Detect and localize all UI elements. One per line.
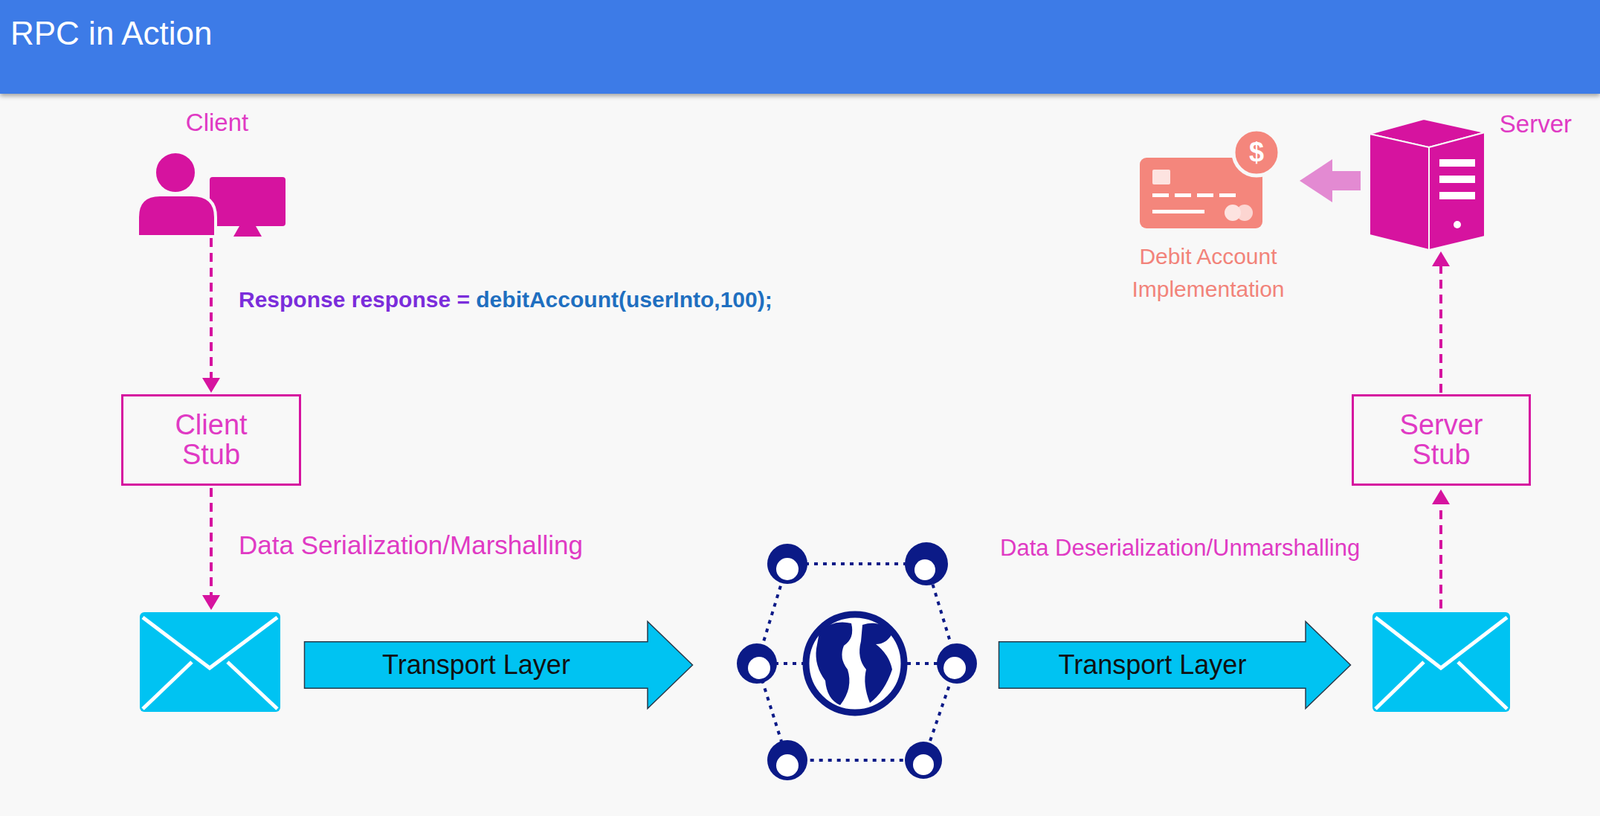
person-head <box>154 151 197 194</box>
avatar-head <box>767 543 808 584</box>
monitor <box>209 176 286 227</box>
person-avatar <box>904 542 948 586</box>
node-label: Server <box>1499 110 1572 139</box>
dashed-arrow <box>209 237 213 378</box>
dashed-arrow <box>1439 266 1443 393</box>
avatar-face <box>914 559 936 580</box>
network-links <box>756 563 957 760</box>
person-avatar <box>767 543 808 584</box>
dashed-leader <box>1439 504 1443 609</box>
person-body <box>137 194 216 237</box>
card-name <box>1152 209 1205 214</box>
envelope-icon <box>1372 611 1511 712</box>
node-label: Transport Layer <box>1058 649 1247 680</box>
card-number <box>1152 193 1169 198</box>
envelope-body <box>139 611 281 712</box>
node-label: Client <box>185 108 249 137</box>
process-note: Data Deserialization/Unmarshalling <box>1000 534 1360 562</box>
avatar-face <box>943 656 966 679</box>
process-note: Data Serialization/Marshalling <box>238 530 583 560</box>
connectors <box>211 180 1441 393</box>
client-icon <box>137 151 286 237</box>
dashed-leader <box>209 487 213 595</box>
stub-box: Client Stub <box>121 394 302 486</box>
envelope-icon <box>139 611 281 712</box>
call-arrow <box>1332 171 1361 191</box>
avatar-face <box>913 753 934 775</box>
globe <box>805 614 905 713</box>
avatar-face <box>776 557 799 580</box>
avatar-head <box>904 741 943 779</box>
node-label: Client Stub <box>150 410 273 470</box>
card-number <box>1197 193 1214 198</box>
person-avatar <box>736 643 777 684</box>
continent <box>859 623 893 703</box>
code-declaration: Response response = <box>238 286 476 312</box>
transport-arrow: Transport Layer <box>303 620 694 710</box>
server-node: Server <box>1369 110 1572 250</box>
page-title: RPC in Action <box>10 14 212 53</box>
server-icon <box>1369 118 1485 250</box>
node-label: Server Stub <box>1379 410 1503 470</box>
envelope-body <box>1372 611 1511 712</box>
card-number <box>1219 193 1236 198</box>
drive-slot <box>1439 175 1476 183</box>
coin-badge <box>1233 129 1280 176</box>
server-front <box>1428 132 1485 250</box>
network-icon <box>736 542 977 780</box>
code-call: Response response = debitAccount(userInt… <box>238 286 773 313</box>
envelope-flap <box>1375 617 1508 709</box>
avatar-head <box>936 643 977 684</box>
power-light <box>1453 220 1461 229</box>
transport-arrow: Transport Layer <box>997 620 1352 710</box>
continent <box>816 622 853 706</box>
arrow-fill <box>999 621 1351 709</box>
drive-slot <box>1439 191 1476 200</box>
debit-account-node: Debit Account Implementation <box>1118 139 1298 305</box>
envelope-flap <box>142 617 278 709</box>
code-call-expression: debitAccount(userInto,100); <box>475 286 772 312</box>
title-bar <box>0 0 1600 94</box>
avatar-face <box>776 753 799 777</box>
drive-slot <box>1439 159 1476 167</box>
person-avatar <box>936 643 977 684</box>
avatar-head <box>767 739 808 780</box>
avatar-face <box>747 656 771 679</box>
client-node: Client <box>135 108 299 237</box>
server-side <box>1369 133 1429 250</box>
node-label: Transport Layer <box>382 649 571 680</box>
avatar-head <box>736 643 777 684</box>
node-label: Debit Account Implementation <box>1121 240 1295 305</box>
debit-card-icon <box>1139 129 1280 229</box>
person-avatar <box>767 739 808 780</box>
stub-box: Server Stub <box>1351 394 1531 486</box>
arrow-fill <box>304 621 693 709</box>
currency-symbol: $ <box>1249 136 1264 169</box>
card-logo <box>1236 204 1253 221</box>
monitor-stand <box>233 226 262 237</box>
person-avatar <box>904 741 943 779</box>
card-chip <box>1152 169 1171 185</box>
avatar-head <box>904 542 948 586</box>
card-number <box>1174 193 1192 198</box>
